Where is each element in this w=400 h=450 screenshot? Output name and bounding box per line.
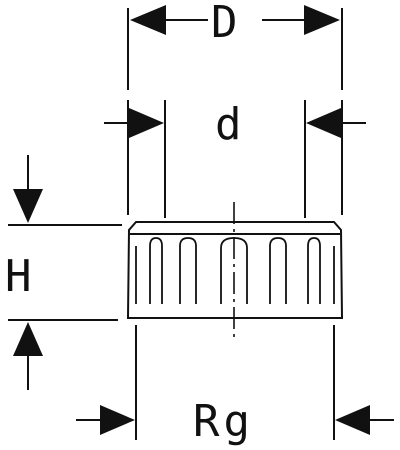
knurl-rib [179, 237, 197, 304]
arrowhead-D-left [130, 5, 166, 35]
dimension-H [8, 155, 122, 390]
arrowhead-d-right [306, 108, 341, 138]
cap-body [126, 202, 344, 340]
cap-outline [126, 221, 344, 319]
dimension-D [127, 5, 343, 90]
arrowhead-D-right [304, 5, 340, 35]
knurl-ribs [135, 237, 335, 304]
knurl-rib [269, 237, 287, 304]
label-D: D [211, 0, 238, 48]
dimension-d [104, 100, 366, 218]
arrowhead-Rg-right [335, 405, 370, 435]
dimension-Rg [76, 325, 394, 440]
label-Rg: Rg [193, 396, 254, 447]
arrowhead-d-left [129, 108, 164, 138]
label-H: H [5, 251, 32, 302]
arrowhead-Rg-left [100, 405, 135, 435]
arrowhead-H-bottom [13, 322, 43, 356]
knurl-rib [307, 237, 321, 304]
knurl-rib [149, 237, 163, 304]
arrowhead-H-top [13, 189, 43, 223]
label-d: d [215, 99, 242, 150]
